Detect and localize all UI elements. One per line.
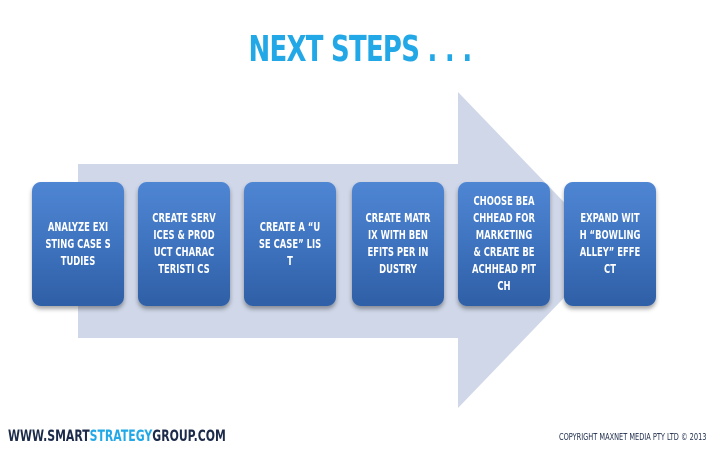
arrow-shape bbox=[78, 92, 610, 408]
step-label-4: CREATE MATRIX WITH BENEFITS PER INDUSTRY bbox=[365, 211, 431, 276]
step-label-2: CREATE SERVICES & PRODUCT CHARACTERISTI … bbox=[152, 211, 216, 276]
step-label-1: ANALYZE EXISTING CASE STUDIES bbox=[45, 219, 111, 268]
step-label-6: EXPAND WITH “BOWLING ALLEY” EFFECT bbox=[579, 211, 641, 276]
step-box-2: CREATE SERVICES & PRODUCT CHARACTERISTI … bbox=[138, 182, 230, 306]
url-suffix: GROUP.COM bbox=[152, 426, 226, 445]
url-prefix: WWW.SMART bbox=[8, 426, 90, 445]
url-accent: STRATEGY bbox=[89, 426, 153, 445]
step-label-3: CREATE A “USE CASE” LIST bbox=[258, 219, 322, 268]
website-url: WWW.SMARTSTRATEGYGROUP.COM bbox=[8, 427, 226, 445]
slide-title: NEXT STEPS . . . bbox=[248, 29, 473, 70]
step-box-6: EXPAND WITH “BOWLING ALLEY” EFFECT bbox=[564, 182, 656, 306]
copyright-notice: COPYRIGHT MAXNET MEDIA PTY LTD © 2013 bbox=[558, 432, 706, 443]
step-label-5: CHOOSE BEACHHEAD FOR MARKETING & CREATE … bbox=[471, 194, 537, 293]
step-box-4: CREATE MATRIX WITH BENEFITS PER INDUSTRY bbox=[352, 182, 444, 306]
step-box-3: CREATE A “USE CASE” LIST bbox=[244, 182, 336, 306]
step-box-1: ANALYZE EXISTING CASE STUDIES bbox=[32, 182, 124, 306]
step-box-5: CHOOSE BEACHHEAD FOR MARKETING & CREATE … bbox=[458, 182, 550, 306]
